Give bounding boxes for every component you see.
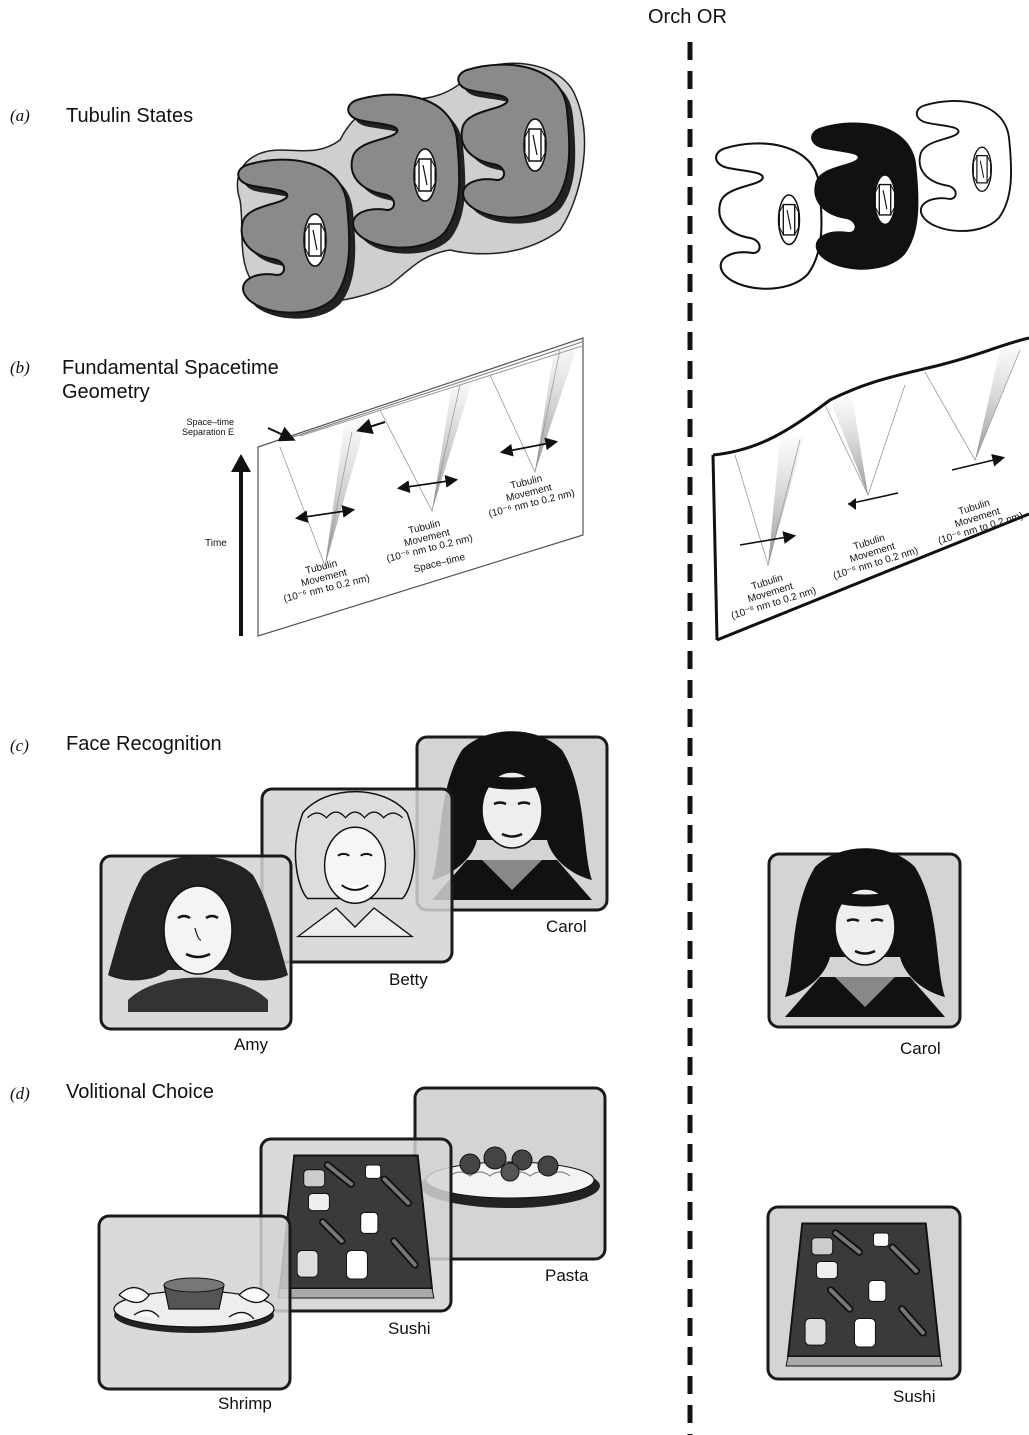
food-name-sushi: Sushi: [388, 1319, 431, 1338]
choice-result: [766, 1205, 962, 1381]
spacetime-superposed-sheet: [231, 337, 584, 637]
tubulin-collapsed-group: [715, 100, 1013, 290]
tubulin-dimer-1: [237, 158, 356, 319]
section-b-title: Fundamental Spacetime Geometry: [62, 357, 279, 403]
section-c-title: Face Recognition: [66, 733, 222, 755]
face-name-amy: Amy: [234, 1035, 268, 1054]
section-a-letter: (a): [10, 106, 30, 125]
orch-or-label: Orch OR: [648, 6, 727, 28]
tubulin-superposition-group: [236, 62, 586, 319]
food-name-shrimp: Shrimp: [218, 1394, 272, 1413]
section-d-title: Volitional Choice: [66, 1081, 214, 1103]
face-recognition-superposition: [99, 730, 609, 1031]
tubulin-state-closed: [811, 122, 919, 270]
separation-label: Space–time Separation E: [182, 417, 235, 437]
tubulin-state-open: [715, 142, 823, 290]
section-c-letter: (c): [10, 736, 29, 755]
separation-arrow-left: [267, 426, 296, 442]
tubulin-dimer-2: [347, 93, 466, 254]
separation-arrow-right: [356, 418, 386, 434]
food-name-pasta: Pasta: [545, 1266, 589, 1285]
tubulin-dimer-3: [457, 63, 576, 224]
face-recognition-result: [767, 847, 962, 1029]
face-name-carol: Carol: [546, 917, 587, 936]
section-d-letter: (d): [10, 1084, 30, 1103]
section-b-letter: (b): [10, 358, 30, 377]
face-name-betty: Betty: [389, 970, 428, 989]
choice-superposition: [97, 1086, 607, 1391]
section-a-title: Tubulin States: [66, 105, 194, 127]
time-label: Time: [205, 538, 227, 549]
face-result-name: Carol: [900, 1039, 941, 1058]
spacetime-collapsed-sheet: [711, 336, 1029, 642]
tubulin-state-open-2: [915, 100, 1013, 232]
food-result-name: Sushi: [893, 1387, 936, 1406]
